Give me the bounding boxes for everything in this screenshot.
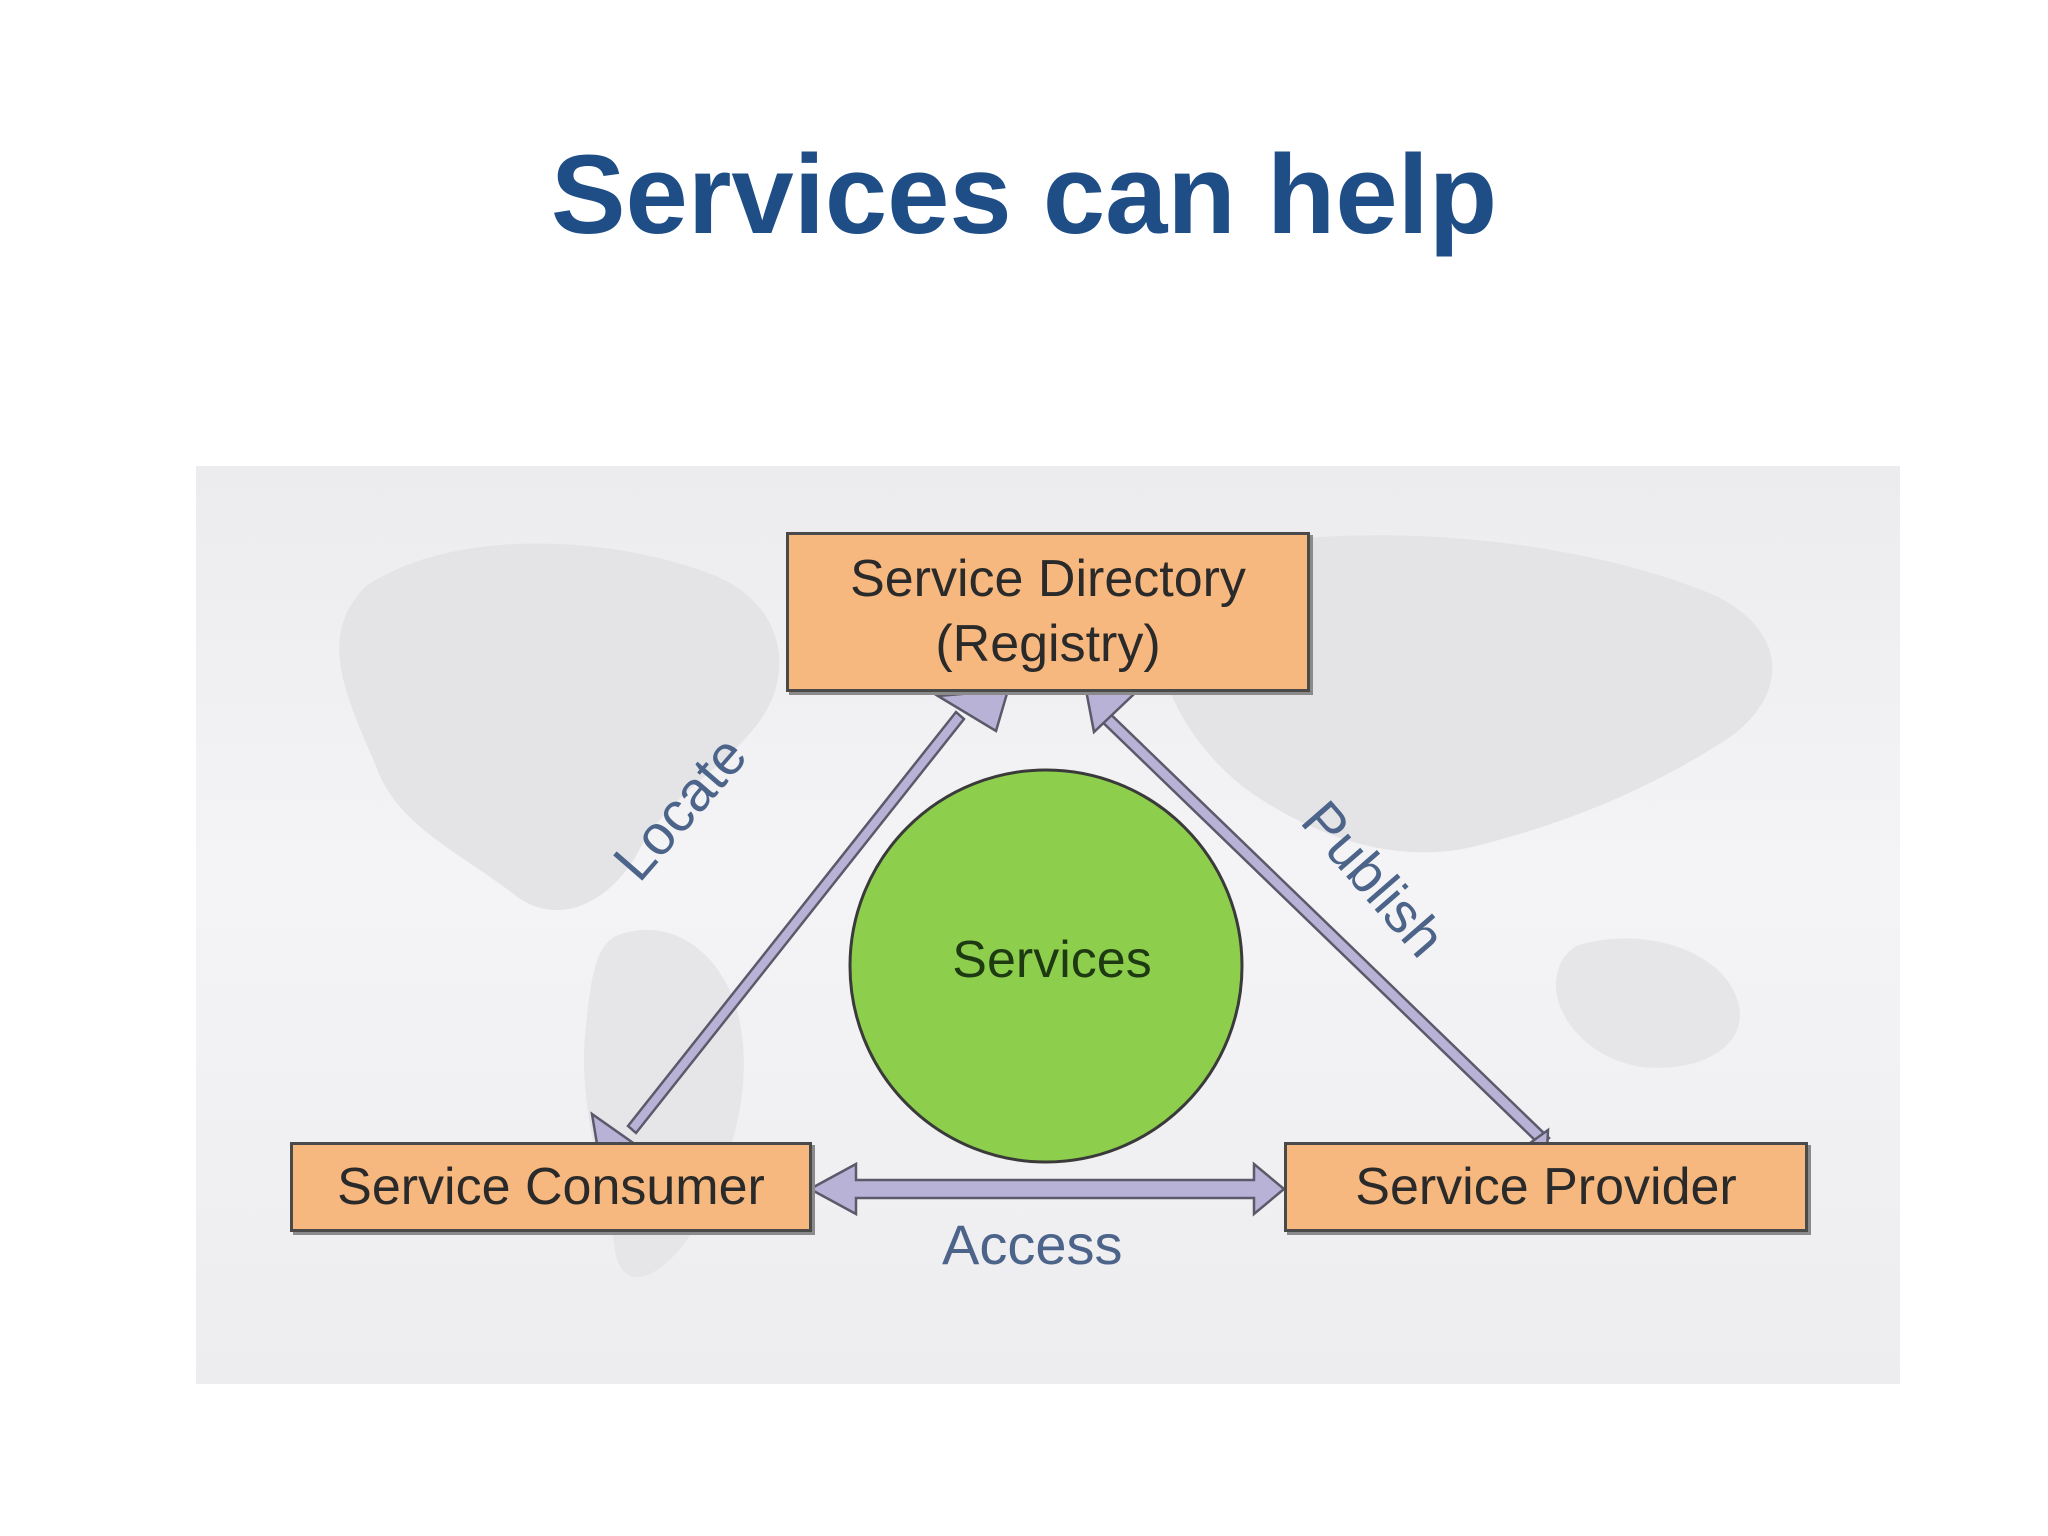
service-directory-box: Service Directory (Registry) [786, 532, 1310, 692]
service-directory-label: Service Directory [850, 550, 1246, 608]
service-directory-sublabel: (Registry) [935, 615, 1161, 673]
locate-arrow-shape [590, 688, 1010, 1176]
service-provider-label: Service Provider [1355, 1157, 1737, 1216]
services-label: Services [952, 931, 1152, 989]
slide-title: Services can help [550, 132, 1498, 257]
service-provider-box: Service Provider [1284, 1142, 1808, 1232]
access-label: Access [942, 1213, 1123, 1276]
service-consumer-box: Service Consumer [290, 1142, 812, 1232]
services-circle [848, 768, 1244, 1164]
access-arrow-shape [807, 1161, 1286, 1217]
service-consumer-label: Service Consumer [337, 1157, 765, 1216]
diagram-panel: Service Directory (Registry) Service Con… [196, 466, 1900, 1384]
diagram-shapes [590, 688, 1551, 1217]
